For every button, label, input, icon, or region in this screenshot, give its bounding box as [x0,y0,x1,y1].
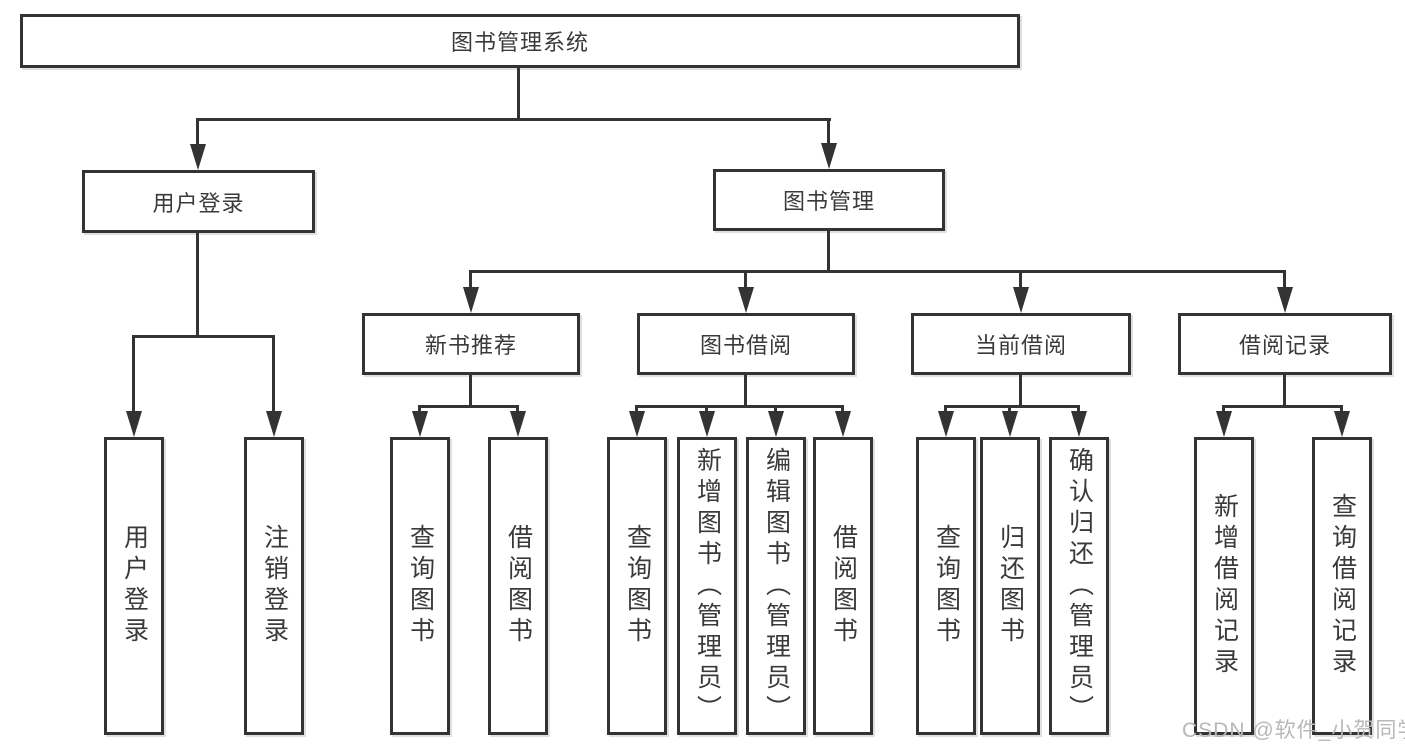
connector-line [469,375,472,405]
node-label: 图书借阅 [699,333,792,358]
connector-line [419,405,519,408]
node-label: 图书管理 [782,189,875,214]
connector-line [418,405,421,411]
node-book-borrowing: 图书借阅 [637,313,855,375]
connector-line [705,405,708,411]
node-label: 当前借阅 [974,333,1067,358]
connector-line [827,231,830,270]
node-current-borrowing: 当前借阅 [911,313,1131,375]
arrowhead-down-icon [266,411,282,437]
connector-line [469,270,472,287]
node-bb-query-books: 查询图书 [607,437,667,735]
node-label: 查询图书 [623,524,652,648]
connector-line [945,405,1080,408]
connector-line [744,375,747,405]
arrowhead-down-icon [1216,411,1232,437]
node-cb-query-books: 查询图书 [916,437,976,735]
node-nb-query-books: 查询图书 [390,437,450,735]
node-br-add-record: 新增借阅记录 [1194,437,1254,735]
node-new-book-recommend: 新书推荐 [362,313,580,375]
node-label: 用户登录 [120,524,149,648]
connector-line [635,405,638,411]
node-label: 用户登录 [152,190,245,216]
connector-line [132,335,135,411]
arrowhead-down-icon [1334,411,1350,437]
node-br-query-record: 查询借阅记录 [1312,437,1372,735]
node-bb-borrow-books: 借阅图书 [813,437,873,735]
arrowhead-down-icon [510,411,526,437]
arrowhead-down-icon [190,144,206,170]
node-nb-borrow-books: 借阅图书 [488,437,548,735]
connector-line [744,270,747,287]
connector-line [944,405,947,411]
connector-line [1019,270,1022,287]
connector-line [196,233,199,335]
arrowhead-down-icon [629,411,645,437]
connector-line [1283,375,1286,405]
node-label: 查询图书 [406,524,435,648]
connector-line [1008,405,1011,411]
node-cb-return-books: 归还图书 [980,437,1040,735]
node-label: 借阅图书 [504,524,533,648]
connector-line [517,68,520,118]
node-user-login-module: 用户登录 [82,170,315,233]
node-label: 确认归还（管理员） [1065,446,1094,726]
connector-line [774,405,777,411]
arrowhead-down-icon [412,411,428,437]
arrowhead-down-icon [126,411,142,437]
arrowhead-down-icon [1013,287,1029,313]
node-cb-confirm-return-admin: 确认归还（管理员） [1049,437,1109,735]
node-book-management: 图书管理 [713,169,945,231]
node-label: 查询借阅记录 [1328,493,1357,679]
connector-line [1340,405,1343,411]
node-label: 新增借阅记录 [1210,493,1239,679]
connector-line [1019,375,1022,405]
node-label: 编辑图书（管理员） [762,446,791,726]
arrowhead-down-icon [1277,287,1293,313]
arrowhead-down-icon [768,411,784,437]
node-label: 查询图书 [932,524,961,648]
arrowhead-down-icon [738,287,754,313]
connector-line [1223,405,1343,408]
arrowhead-down-icon [463,287,479,313]
node-label: 图书管理系统 [450,30,589,55]
connector-line [197,118,831,121]
connector-line [272,335,275,411]
arrowhead-down-icon [938,411,954,437]
node-user-login: 用户登录 [104,437,164,735]
arrowhead-down-icon [835,411,851,437]
node-label: 新书推荐 [424,333,517,358]
connector-line [827,118,830,143]
node-label: 新增图书（管理员） [693,446,722,726]
arrowhead-down-icon [699,411,715,437]
connector-line [1222,405,1225,411]
node-bb-edit-books-admin: 编辑图书（管理员） [746,437,806,735]
arrowhead-down-icon [821,143,837,169]
node-label: 借阅记录 [1238,333,1331,358]
csdn-watermark: CSDN @软件_小贺同学 [1182,719,1405,742]
connector-line [516,405,519,411]
arrowhead-down-icon [1071,411,1087,437]
connector-line [1283,270,1286,287]
connector-line [636,405,844,408]
arrowhead-down-icon [1002,411,1018,437]
node-bb-add-books-admin: 新增图书（管理员） [677,437,737,735]
node-label: 借阅图书 [829,524,858,648]
node-label: 归还图书 [996,524,1025,648]
node-logout: 注销登录 [244,437,304,735]
node-library-system: 图书管理系统 [20,14,1020,68]
node-borrowing-records: 借阅记录 [1178,313,1392,375]
connector-line [133,335,275,338]
connector-line [841,405,844,411]
node-label: 注销登录 [260,524,289,648]
connector-line [1077,405,1080,411]
connector-line [470,270,1286,273]
connector-line [196,118,199,144]
